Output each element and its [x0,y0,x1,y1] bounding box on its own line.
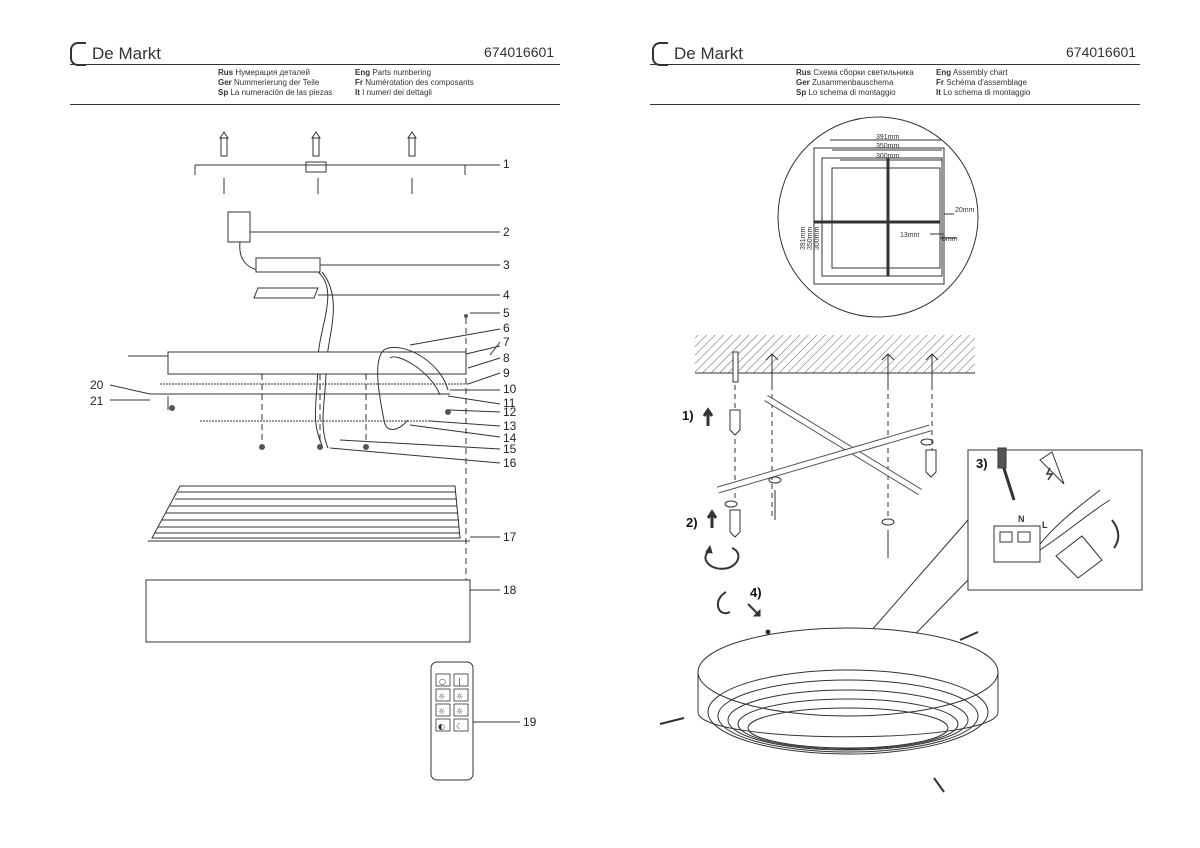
dimension-labels: 391mm 350mm 300mm 20mm 13mm 6mm 391mm 35… [800,134,975,250]
svg-text:300mm: 300mm [876,153,900,160]
step-1-label: 1) [682,408,694,423]
svg-text:◐: ◐ [438,722,445,731]
step-2-label: 2) [686,515,698,530]
callout-19: 19 [523,715,537,729]
language-block-d: Eng Assembly chart Fr Schéma d'assemblag… [936,68,1031,97]
parts-exploded-drawing: ○ | ☼ ☼ ☼ ☼ ◐ ☾ [109,131,520,781]
callout-10: 10 [503,382,517,396]
right-page: De Markt 674016601 Rus Схема сборки свет… [600,0,1200,848]
language-block-c: Rus Схема сборки светильника Ger Zusamme… [796,68,914,97]
svg-text:☼: ☼ [438,707,445,716]
svg-text:☼: ☼ [456,692,463,701]
callout-16: 16 [503,456,517,470]
step-3-label: 3) [976,456,988,471]
callout-7: 7 [503,335,510,349]
terminal-label-l: L [1042,520,1048,530]
callout-3: 3 [503,258,510,272]
left-page: De Markt 674016601 Rus Нумерация деталей… [70,42,560,781]
svg-text:391mm: 391mm [800,226,807,250]
callout-18: 18 [503,583,517,597]
callout-6: 6 [503,321,510,335]
callout-20: 20 [90,378,104,392]
svg-text:350mm: 350mm [807,226,814,250]
svg-text:☼: ☼ [438,692,445,701]
wall-anchor-icon [219,131,417,157]
svg-text:391mm: 391mm [876,134,900,141]
screwdriver-icon [997,447,1007,469]
wall-anchor-icon [765,353,939,385]
callout-12: 12 [503,405,517,419]
logo-mark-icon [652,42,668,66]
assembly-drawing: 391mm 350mm 300mm 20mm 13mm 6mm 391mm 35… [659,116,1143,793]
brand-name-right: De Markt [674,44,743,63]
high-voltage-warning-icon [1039,451,1065,485]
callout-9: 9 [503,366,510,380]
brand-logo-right: De Markt [652,42,743,66]
callout-17: 17 [503,530,517,544]
ceiling-hatch [695,335,975,373]
callout-2: 2 [503,225,510,239]
language-block-b: Eng Parts numbering Fr Numérotation des … [355,68,474,97]
language-block-a: Rus Нумерация деталей Ger Nummerierung d… [218,68,333,97]
svg-text:13mm: 13mm [900,232,920,239]
remote-buttons: ○ | ☼ ☼ ☼ ☼ ◐ ☾ [438,677,463,731]
callout-15: 15 [503,442,517,456]
callout-14: 14 [503,431,517,445]
brand-logo: De Markt [70,42,161,66]
remote-control-icon [430,661,474,781]
header-rule-right [650,64,1140,65]
svg-text:6mm: 6mm [942,236,958,243]
callout-8: 8 [503,351,510,365]
logo-mark-icon [70,42,86,66]
svg-text:20mm: 20mm [955,207,975,214]
header-bottom-rule-right [650,104,1140,105]
callout-21: 21 [90,394,104,408]
product-code: 674016601 [484,44,555,60]
svg-text:☼: ☼ [456,707,463,716]
header-rule [70,64,560,65]
svg-text:350mm: 350mm [876,143,900,150]
callout-1: 1 [503,157,510,171]
callout-11: 11 [503,396,516,410]
lamp-body [697,627,999,717]
svg-text:☾: ☾ [456,722,463,731]
dimension-detail-circle [777,116,979,318]
callout-4: 4 [503,288,510,302]
brand-name: De Markt [92,44,161,63]
step-4-label: 4) [750,585,762,600]
svg-text:○: ○ [439,677,446,686]
svg-text:300mm: 300mm [814,226,821,250]
terminal-label-n: N [1018,514,1025,524]
header-bottom-rule [70,104,560,105]
terminal-block-icon [993,525,1041,563]
product-code-right: 674016601 [1066,44,1137,60]
callout-13: 13 [503,419,517,433]
svg-text:|: | [458,677,461,686]
callout-5: 5 [503,306,510,320]
